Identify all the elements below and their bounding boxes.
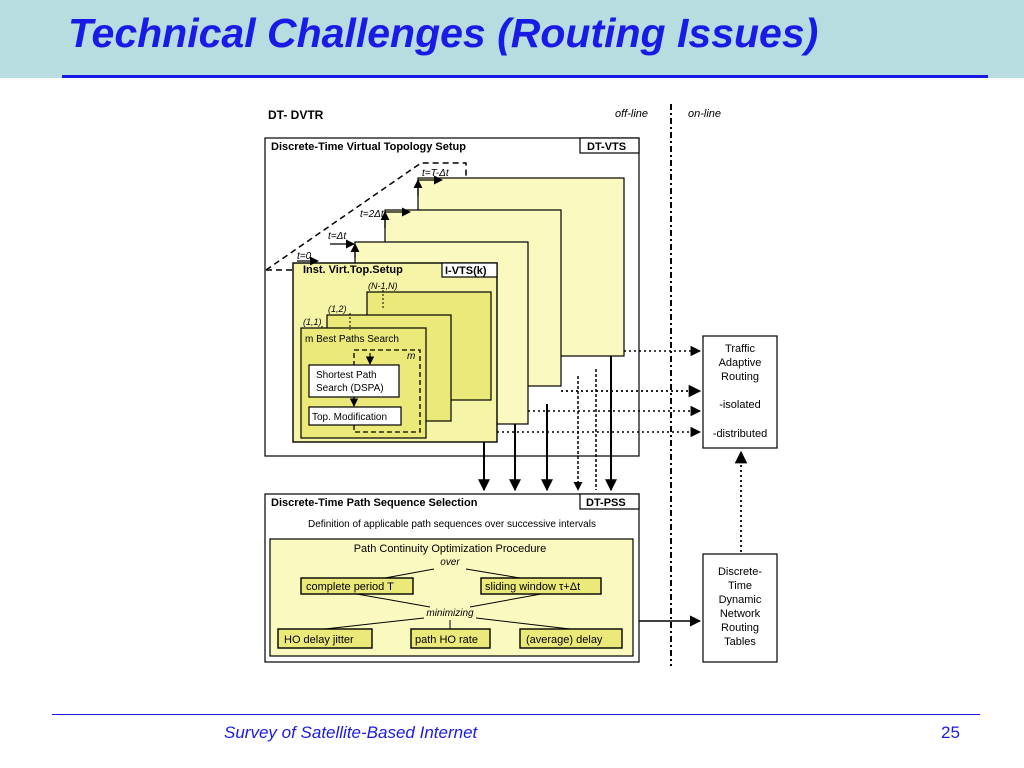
routing-line3: Routing (721, 371, 759, 383)
avg-delay-label: (average) delay (526, 634, 603, 646)
tables-line3: Dynamic (719, 594, 762, 606)
best-paths-title: m Best Paths Search (305, 334, 399, 345)
title-underline (62, 75, 988, 78)
offline-label: off-line (615, 108, 648, 120)
path-ho-rate-label: path HO rate (415, 634, 478, 646)
pss-title: Discrete-Time Path Sequence Selection (271, 497, 478, 509)
ho-jitter-box (277, 628, 373, 649)
time-label-2: t=2Δt (360, 209, 385, 220)
footer-text: Survey of Satellite-Based Internet (224, 723, 478, 742)
footer-rule (52, 714, 980, 715)
path-ho-rate-box (410, 628, 491, 649)
vts-tag: DT-VTS (587, 141, 626, 153)
slide-title: Technical Challenges (Routing Issues) (68, 10, 819, 56)
traffic-routing-box (702, 335, 778, 449)
ho-jitter-label: HO delay jitter (284, 634, 354, 646)
diagram-header: DT- DVTR (268, 108, 324, 122)
pair-label-11: (1,1) (303, 317, 322, 327)
top-modification-label: Top. Modification (312, 412, 387, 423)
shortest-path-line2: Search (DSPA) (316, 383, 384, 394)
time-label-end: t=T-Δt (422, 168, 450, 179)
tables-line6: Tables (724, 636, 756, 648)
online-label: on-line (688, 108, 721, 120)
top-modification-box (308, 406, 402, 426)
page-number: 25 (941, 723, 960, 742)
shortest-path-box (308, 364, 400, 398)
pair-label-n: (N-1,N) (368, 281, 398, 291)
pair-label-12: (1,2) (328, 304, 347, 314)
complete-period-label: complete period T (306, 581, 394, 593)
tables-line2: Time (728, 580, 752, 592)
ivts-title: Inst. Virt.Top.Setup (303, 264, 403, 276)
routing-line1: Traffic (725, 343, 755, 355)
title-band (0, 0, 1024, 78)
tables-line5: Routing (721, 622, 759, 634)
procedure-title: Path Continuity Optimization Procedure (354, 543, 547, 555)
iteration-loop (353, 349, 421, 433)
shortest-path-line1: Shortest Path (316, 370, 377, 381)
pss-definition: Definition of applicable path sequences … (308, 519, 596, 530)
sliding-window-label: sliding window τ+Δt (485, 581, 580, 593)
routing-line2: Adaptive (719, 357, 762, 369)
minimizing-label: minimizing (426, 608, 474, 619)
time-label-1: t=Δt (328, 231, 347, 242)
routing-tables-box (702, 553, 778, 663)
tables-line1: Discrete- (718, 566, 762, 578)
routing-distributed: -distributed (713, 428, 767, 440)
ivts-tag-box (441, 262, 498, 278)
m-label: m (407, 351, 415, 362)
pss-tag: DT-PSS (586, 497, 626, 509)
ivts-tag: I-VTS(k) (445, 265, 487, 277)
over-label: over (440, 557, 460, 568)
pss-tag-box (579, 493, 640, 510)
tables-line4: Network (720, 608, 761, 620)
vts-title: Discrete-Time Virtual Topology Setup (271, 141, 466, 153)
routing-isolated: -isolated (719, 399, 761, 411)
time-label-0: t=0 (297, 251, 312, 262)
vts-tag-box (579, 137, 640, 154)
avg-delay-box (519, 628, 623, 649)
